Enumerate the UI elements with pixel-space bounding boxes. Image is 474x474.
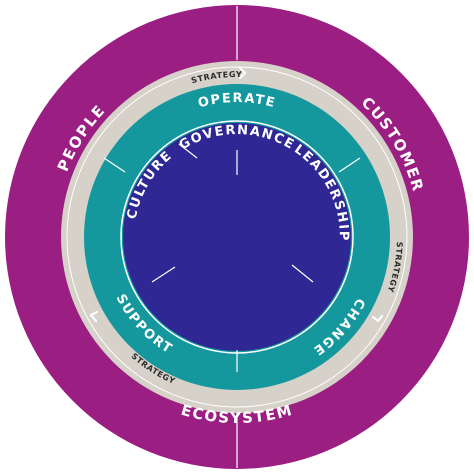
- chevron-down-icon: [371, 314, 384, 323]
- teal-divider-right: [338, 157, 361, 173]
- core-divider-lower-right: [291, 264, 314, 283]
- chevron-left-icon: [89, 310, 99, 323]
- teal-divider-left: [103, 157, 126, 173]
- core-circle: [123, 123, 351, 351]
- label-operate: OPERATE: [197, 91, 278, 111]
- core-divider-lower-left: [151, 266, 176, 283]
- strategy-ring-inner-edge: [66, 66, 408, 408]
- teal-divider-upper-left: [178, 143, 198, 159]
- chevron-right-icon: [238, 66, 247, 80]
